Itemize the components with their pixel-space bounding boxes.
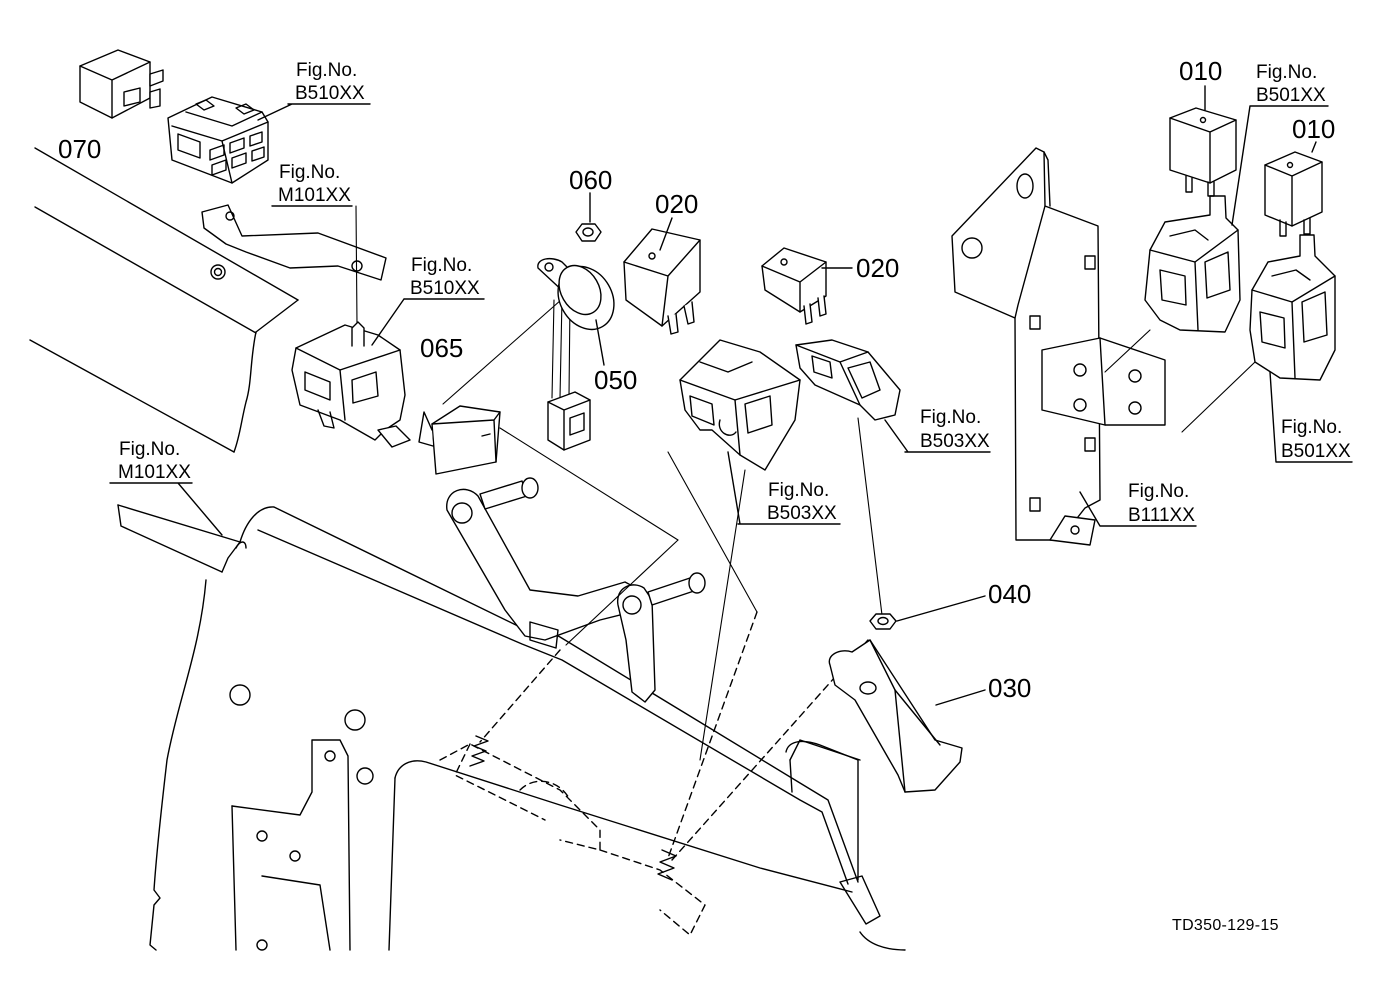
fig-ref-b503xx-right: Fig.No. B503XX [920, 407, 990, 452]
part-label-040: 040 [988, 579, 1031, 609]
fig-ref-code: B501XX [1256, 85, 1326, 106]
fig-ref-caption: Fig.No. [119, 439, 180, 460]
mounting-plate-m101xx [201, 204, 387, 281]
fig-ref-code: B510XX [295, 83, 365, 104]
fig-ref-m101xx-upper: Fig.No. M101XX [278, 162, 351, 206]
fig-ref-caption: Fig.No. [768, 480, 829, 501]
fig-ref-b501xx-lower: Fig.No. B501XX [1281, 417, 1351, 462]
fig-ref-caption: Fig.No. [279, 162, 340, 183]
part-label-030: 030 [988, 673, 1031, 703]
labels: 070 Fig.No. B510XX 010 Fig.No. B501XX 01… [58, 56, 1351, 934]
cover-030 [785, 639, 963, 793]
relay-010-lower [1264, 151, 1323, 237]
fig-ref-code: B503XX [767, 503, 837, 524]
fig-ref-b111xx: Fig.No. B111XX [1128, 481, 1195, 526]
fig-ref-code: B510XX [410, 278, 480, 299]
fig-ref-caption: Fig.No. [296, 60, 357, 81]
washer-060 [575, 223, 602, 242]
fig-ref-code: B111XX [1128, 505, 1195, 526]
relay-socket-b503xx-middle [679, 339, 801, 471]
fig-ref-b501xx-upper: Fig.No. B501XX [1256, 62, 1326, 106]
fig-ref-caption: Fig.No. [1281, 417, 1342, 438]
sensor-050 [537, 257, 615, 451]
part-label-020-right: 020 [856, 253, 899, 283]
relay-070 [79, 49, 164, 119]
part-label-050: 050 [594, 365, 637, 395]
fig-ref-caption: Fig.No. [1128, 481, 1189, 502]
fig-ref-code: B501XX [1281, 441, 1351, 462]
hidden-bolt-lines [439, 611, 869, 936]
fig-ref-caption: Fig.No. [920, 407, 981, 428]
part-label-070: 070 [58, 134, 101, 164]
nut-040 [869, 613, 897, 630]
relay-socket-b503xx-right [795, 339, 901, 421]
fig-ref-m101xx-left: Fig.No. M101XX [118, 439, 191, 483]
part-label-010-lower: 010 [1292, 114, 1335, 144]
fig-ref-code: M101XX [278, 185, 351, 206]
connector-b510xx-upper [167, 96, 269, 184]
part-label-020-upper: 020 [655, 189, 698, 219]
relay-010-upper [1169, 107, 1237, 197]
relay-holder-b510xx-middle [291, 321, 411, 448]
drawing-number: TD350-129-15 [1172, 917, 1279, 934]
part-label-010-upper: 010 [1179, 56, 1222, 86]
relay-holder-b501xx-lower [1249, 234, 1336, 381]
relay-020-upper [623, 228, 701, 335]
fig-ref-caption: Fig.No. [1256, 62, 1317, 83]
pin-bracket-left [446, 477, 641, 649]
part-label-065: 065 [420, 333, 463, 363]
fig-ref-b510xx-middle: Fig.No. B510XX [410, 255, 480, 299]
fig-ref-code: B503XX [920, 431, 990, 452]
relay-bracket-b111xx [951, 147, 1256, 546]
pin-bracket-right [617, 572, 706, 703]
label-leaders [109, 85, 1353, 706]
relay-holder-b501xx-upper [1144, 195, 1241, 333]
relay-065 [418, 405, 501, 475]
fig-ref-b503xx-middle: Fig.No. B503XX [767, 480, 837, 524]
reference-lines [355, 205, 883, 761]
fig-ref-caption: Fig.No. [411, 255, 472, 276]
fig-ref-b510xx-upper: Fig.No. B510XX [295, 60, 365, 104]
relay-020-right [761, 247, 827, 325]
fig-ref-code: M101XX [118, 462, 191, 483]
upper-dash-panel [29, 147, 299, 453]
part-label-060: 060 [569, 165, 612, 195]
